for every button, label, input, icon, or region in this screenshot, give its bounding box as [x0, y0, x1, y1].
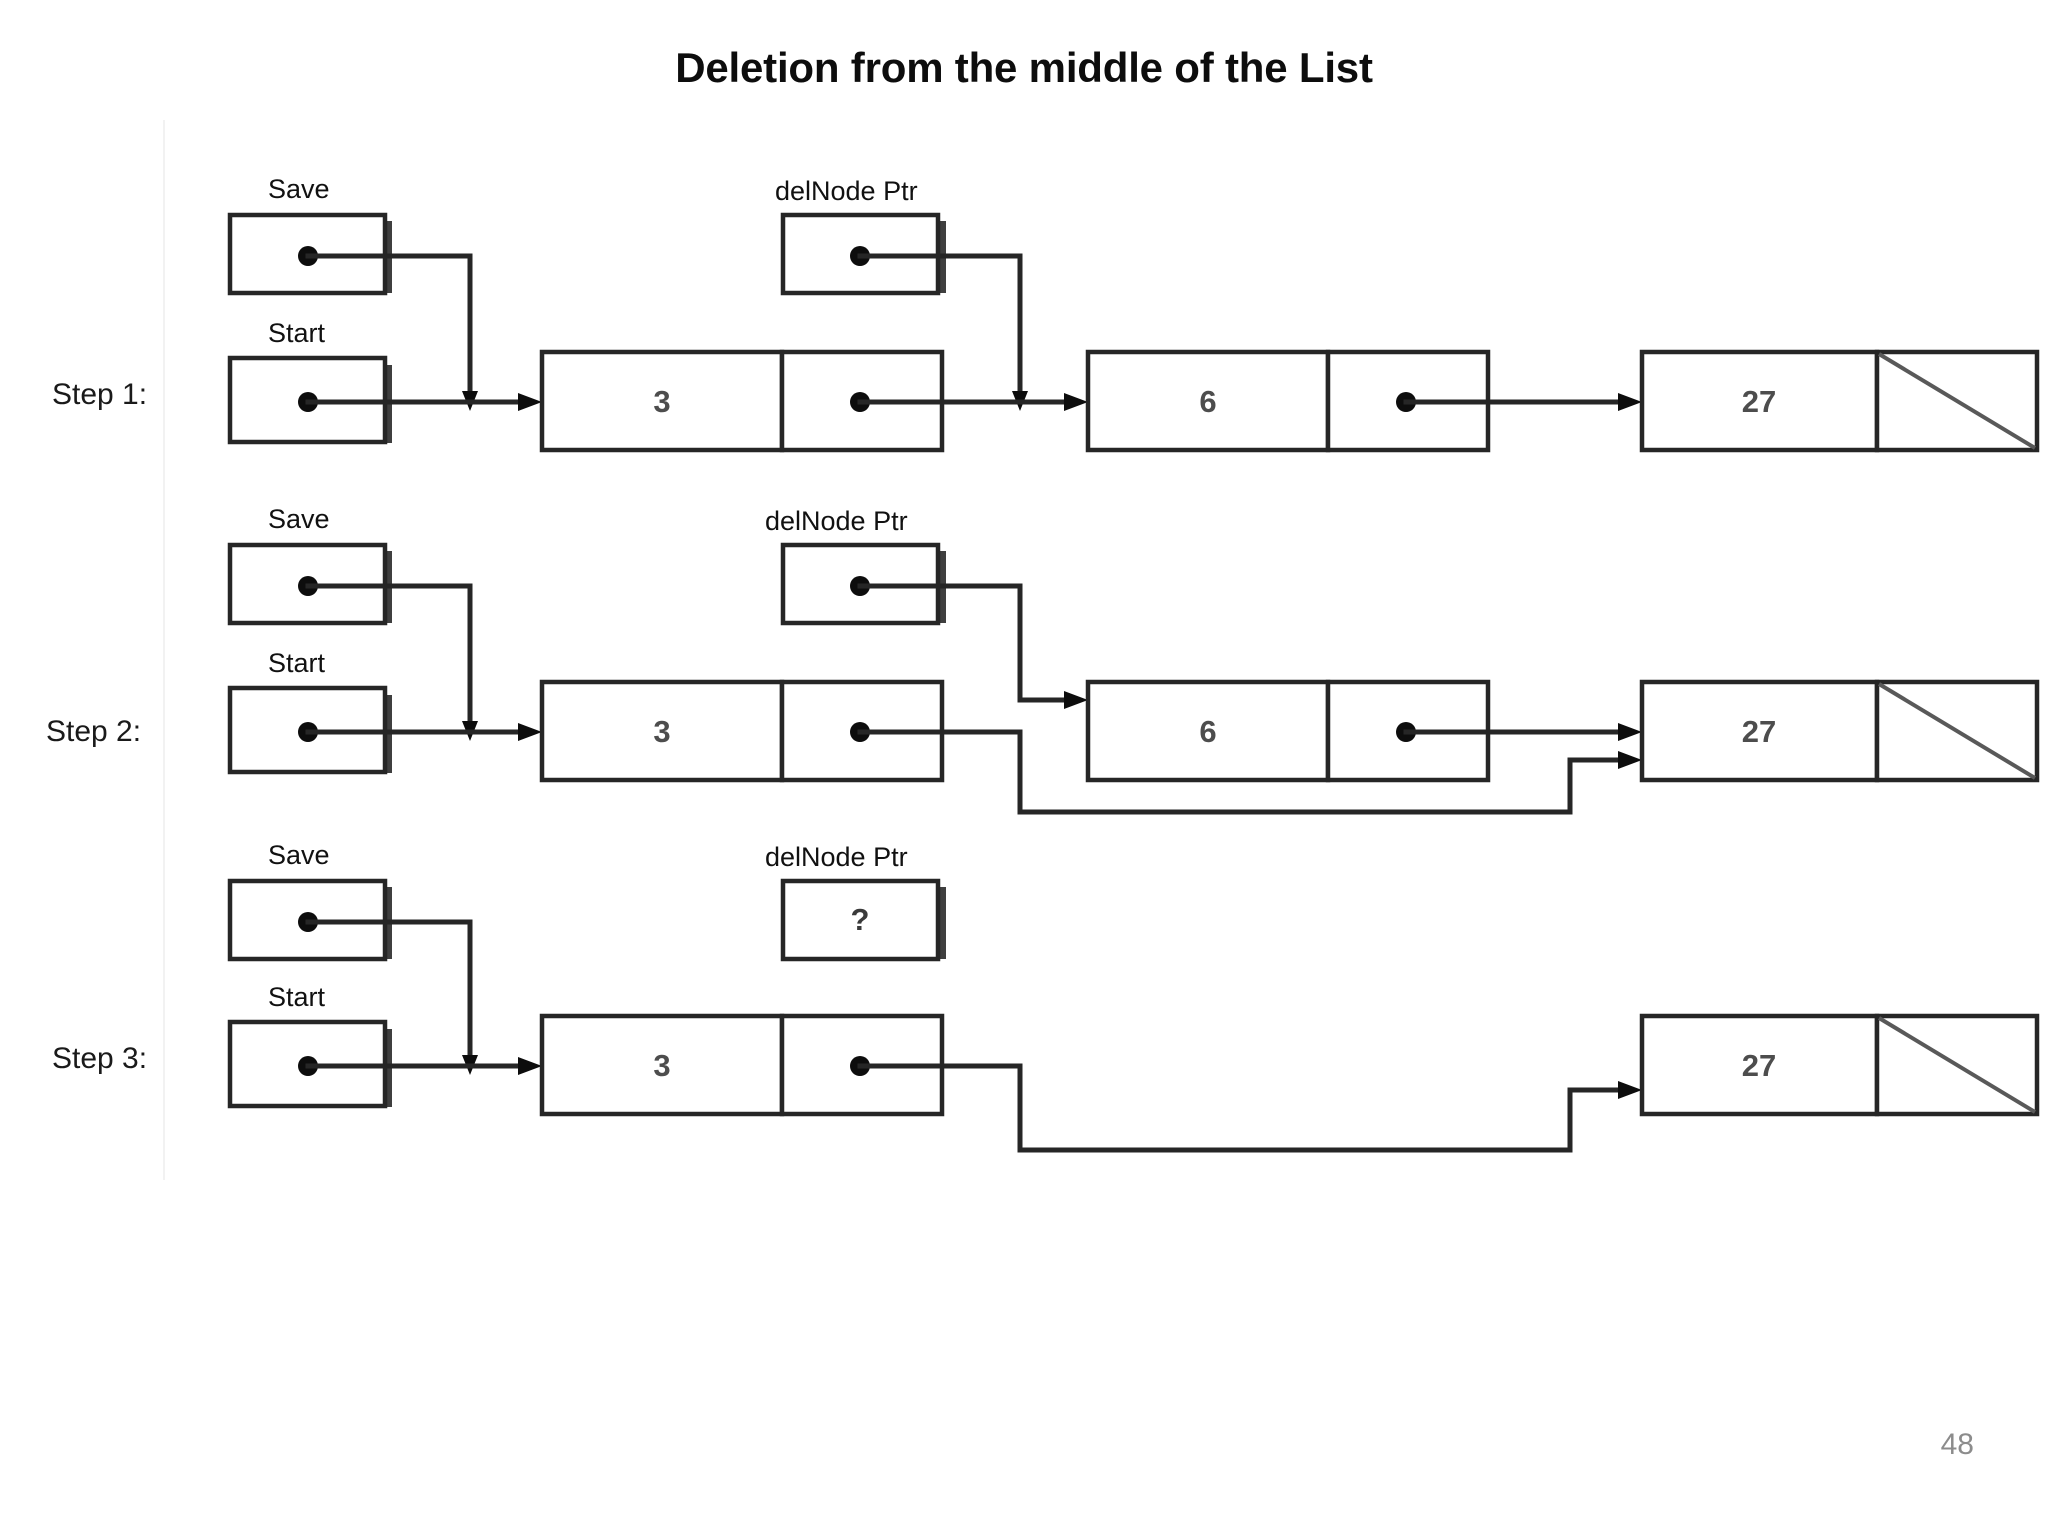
step-3-label: Step 3:	[52, 1042, 148, 1075]
step-1-group: Save Start delNode Ptr 3	[227, 174, 2040, 453]
save-pointer-link-step2	[305, 583, 473, 730]
start-label-step2: Start	[268, 648, 326, 678]
node-2-value-cell-step3	[1639, 1013, 1880, 1117]
start-arrowhead-step3	[518, 1057, 542, 1075]
save-pointer-link-step3	[305, 919, 473, 1064]
delnode-label-step2: delNode Ptr	[765, 506, 908, 536]
node-2-value-cell-step1	[1085, 349, 1331, 453]
step-3-group: Save Start delNode Ptr ? 3	[227, 840, 2040, 1153]
step-2-label: Step 2:	[46, 715, 142, 748]
page-number: 48	[1940, 1428, 1974, 1461]
delnode-pointer-link-step2	[857, 583, 1071, 703]
delnode-label-step1: delNode Ptr	[775, 176, 918, 206]
save-label-step3: Save	[268, 840, 330, 870]
page-title: Deletion from the middle of the List	[675, 44, 1373, 91]
save-pointer-link-step1	[305, 253, 473, 400]
node-1-bypass-arrowhead-step3	[1618, 1081, 1642, 1099]
delnode-question-mark-step3: ?	[851, 902, 870, 937]
null-slash-step1	[1877, 352, 2037, 450]
node-1-bypass-link-step2	[857, 729, 1625, 815]
start-arrowhead-step2	[518, 723, 542, 741]
node-3-value-cell-step2	[1639, 679, 1880, 783]
node-2-value-step2: 6	[1199, 714, 1216, 749]
node-2-next-arrowhead-step1	[1618, 393, 1642, 411]
delnode-label-step3: delNode Ptr	[765, 842, 908, 872]
start-label-step1: Start	[268, 318, 326, 348]
save-label-step2: Save	[268, 504, 330, 534]
node-1-bypass-arrowhead-step2	[1618, 751, 1642, 769]
null-slash-step3	[1877, 1016, 2037, 1114]
delnode-arrowhead-step2	[1064, 691, 1088, 709]
step-1-label: Step 1:	[52, 378, 148, 411]
node-2-value-step3: 27	[1742, 1048, 1776, 1083]
node-1-value-step2: 3	[653, 714, 670, 749]
delnode-box-step3	[780, 878, 941, 962]
delnode-box-shadow-step3	[937, 887, 946, 959]
node-3-value-step2: 27	[1742, 714, 1776, 749]
node-1-value-step3: 3	[653, 1048, 670, 1083]
node-2-next-arrowhead-step2	[1618, 723, 1642, 741]
delnode-pointer-link-step1	[857, 253, 1023, 400]
start-label-step3: Start	[268, 982, 326, 1012]
node-1-value-cell-step3	[539, 1013, 785, 1117]
null-slash-step2	[1877, 682, 2037, 780]
left-margin-rule	[163, 120, 165, 1180]
node-2-value-step1: 6	[1199, 384, 1216, 419]
node-1-bypass-link-step3	[857, 1063, 1625, 1153]
start-arrowhead-step1	[518, 393, 542, 411]
save-label-step1: Save	[268, 174, 330, 204]
node-1-value-step1: 3	[653, 384, 670, 419]
node-3-value-step1: 27	[1742, 384, 1776, 419]
node-1-next-arrowhead-step1	[1064, 393, 1088, 411]
step-2-group: Save Start delNode Ptr 3	[227, 504, 2040, 815]
